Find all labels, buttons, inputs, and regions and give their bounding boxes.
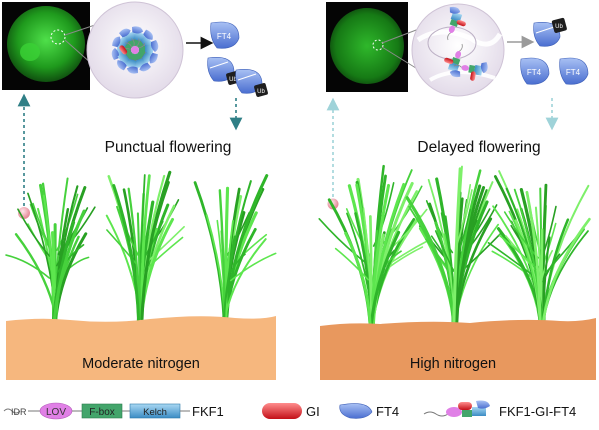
- right-soil-label: High nitrogen: [410, 356, 496, 372]
- left-soil-label: Moderate nitrogen: [82, 356, 200, 372]
- gfp-image-left: [2, 2, 90, 90]
- fkf1-gi-ft4-complex: [117, 42, 146, 71]
- rice-plant: [487, 170, 591, 345]
- right-panel: Ub FT4 FT4 Delayed flowering High nitrog…: [318, 2, 596, 380]
- svg-text:IDR: IDR: [11, 407, 27, 417]
- ft4-protein: FT4: [559, 57, 589, 85]
- nucleus-magnified-left: [86, 1, 184, 99]
- svg-text:FKF1: FKF1: [192, 404, 224, 419]
- soil-moderate: [6, 316, 276, 380]
- svg-text:Ub: Ub: [229, 77, 237, 83]
- legend-gi: GI: [262, 403, 320, 419]
- rice-plant: [318, 164, 431, 345]
- plants-high: [318, 164, 591, 345]
- svg-text:F-box: F-box: [89, 407, 115, 418]
- nucleus-magnified-right: [411, 3, 505, 97]
- svg-text:FT4: FT4: [566, 68, 581, 77]
- ft4-ub-protein: Ub: [533, 17, 567, 47]
- svg-text:LOV: LOV: [46, 407, 66, 418]
- ft4-ub-protein: Ub: [235, 69, 268, 97]
- svg-text:FT4: FT4: [217, 32, 232, 41]
- ft4-protein: FT4: [520, 57, 550, 85]
- legend-fkf1: IDR LOV F-box Kelch FKF1: [3, 402, 224, 420]
- rice-plant: [105, 170, 185, 341]
- ft4-ub-protein: Ub: [207, 57, 240, 85]
- fkf1-gi-ft4-complex: [444, 43, 463, 78]
- legend: IDR LOV F-box Kelch FKF1 GI FT4: [3, 400, 576, 420]
- svg-text:Kelch: Kelch: [143, 407, 167, 418]
- svg-text:FT4: FT4: [376, 404, 399, 419]
- rice-plant: [193, 174, 277, 341]
- soil-high: [320, 318, 596, 380]
- svg-text:FT4: FT4: [527, 68, 542, 77]
- left-panel: FT4 Ub Ub Punctual flowering Moderate ni…: [2, 1, 277, 380]
- ft4-protein: FT4: [210, 21, 240, 49]
- rice-plant: [405, 165, 502, 345]
- left-caption: Punctual flowering: [105, 139, 232, 156]
- svg-text:Ub: Ub: [555, 24, 563, 30]
- plants-moderate: [5, 170, 277, 341]
- svg-text:Ub: Ub: [257, 89, 265, 95]
- svg-text:FKF1-GI-FT4: FKF1-GI-FT4: [499, 404, 576, 419]
- rice-plant: [5, 177, 96, 341]
- legend-complex: FKF1-GI-FT4: [423, 400, 576, 419]
- gfp-image-right: [326, 2, 408, 92]
- svg-text:GI: GI: [306, 404, 320, 419]
- fkf1-gi-ft4-complex: [453, 62, 488, 81]
- legend-ft4: FT4: [339, 403, 399, 419]
- fkf1-gi-ft4-complex: [447, 6, 466, 41]
- right-caption: Delayed flowering: [417, 139, 540, 156]
